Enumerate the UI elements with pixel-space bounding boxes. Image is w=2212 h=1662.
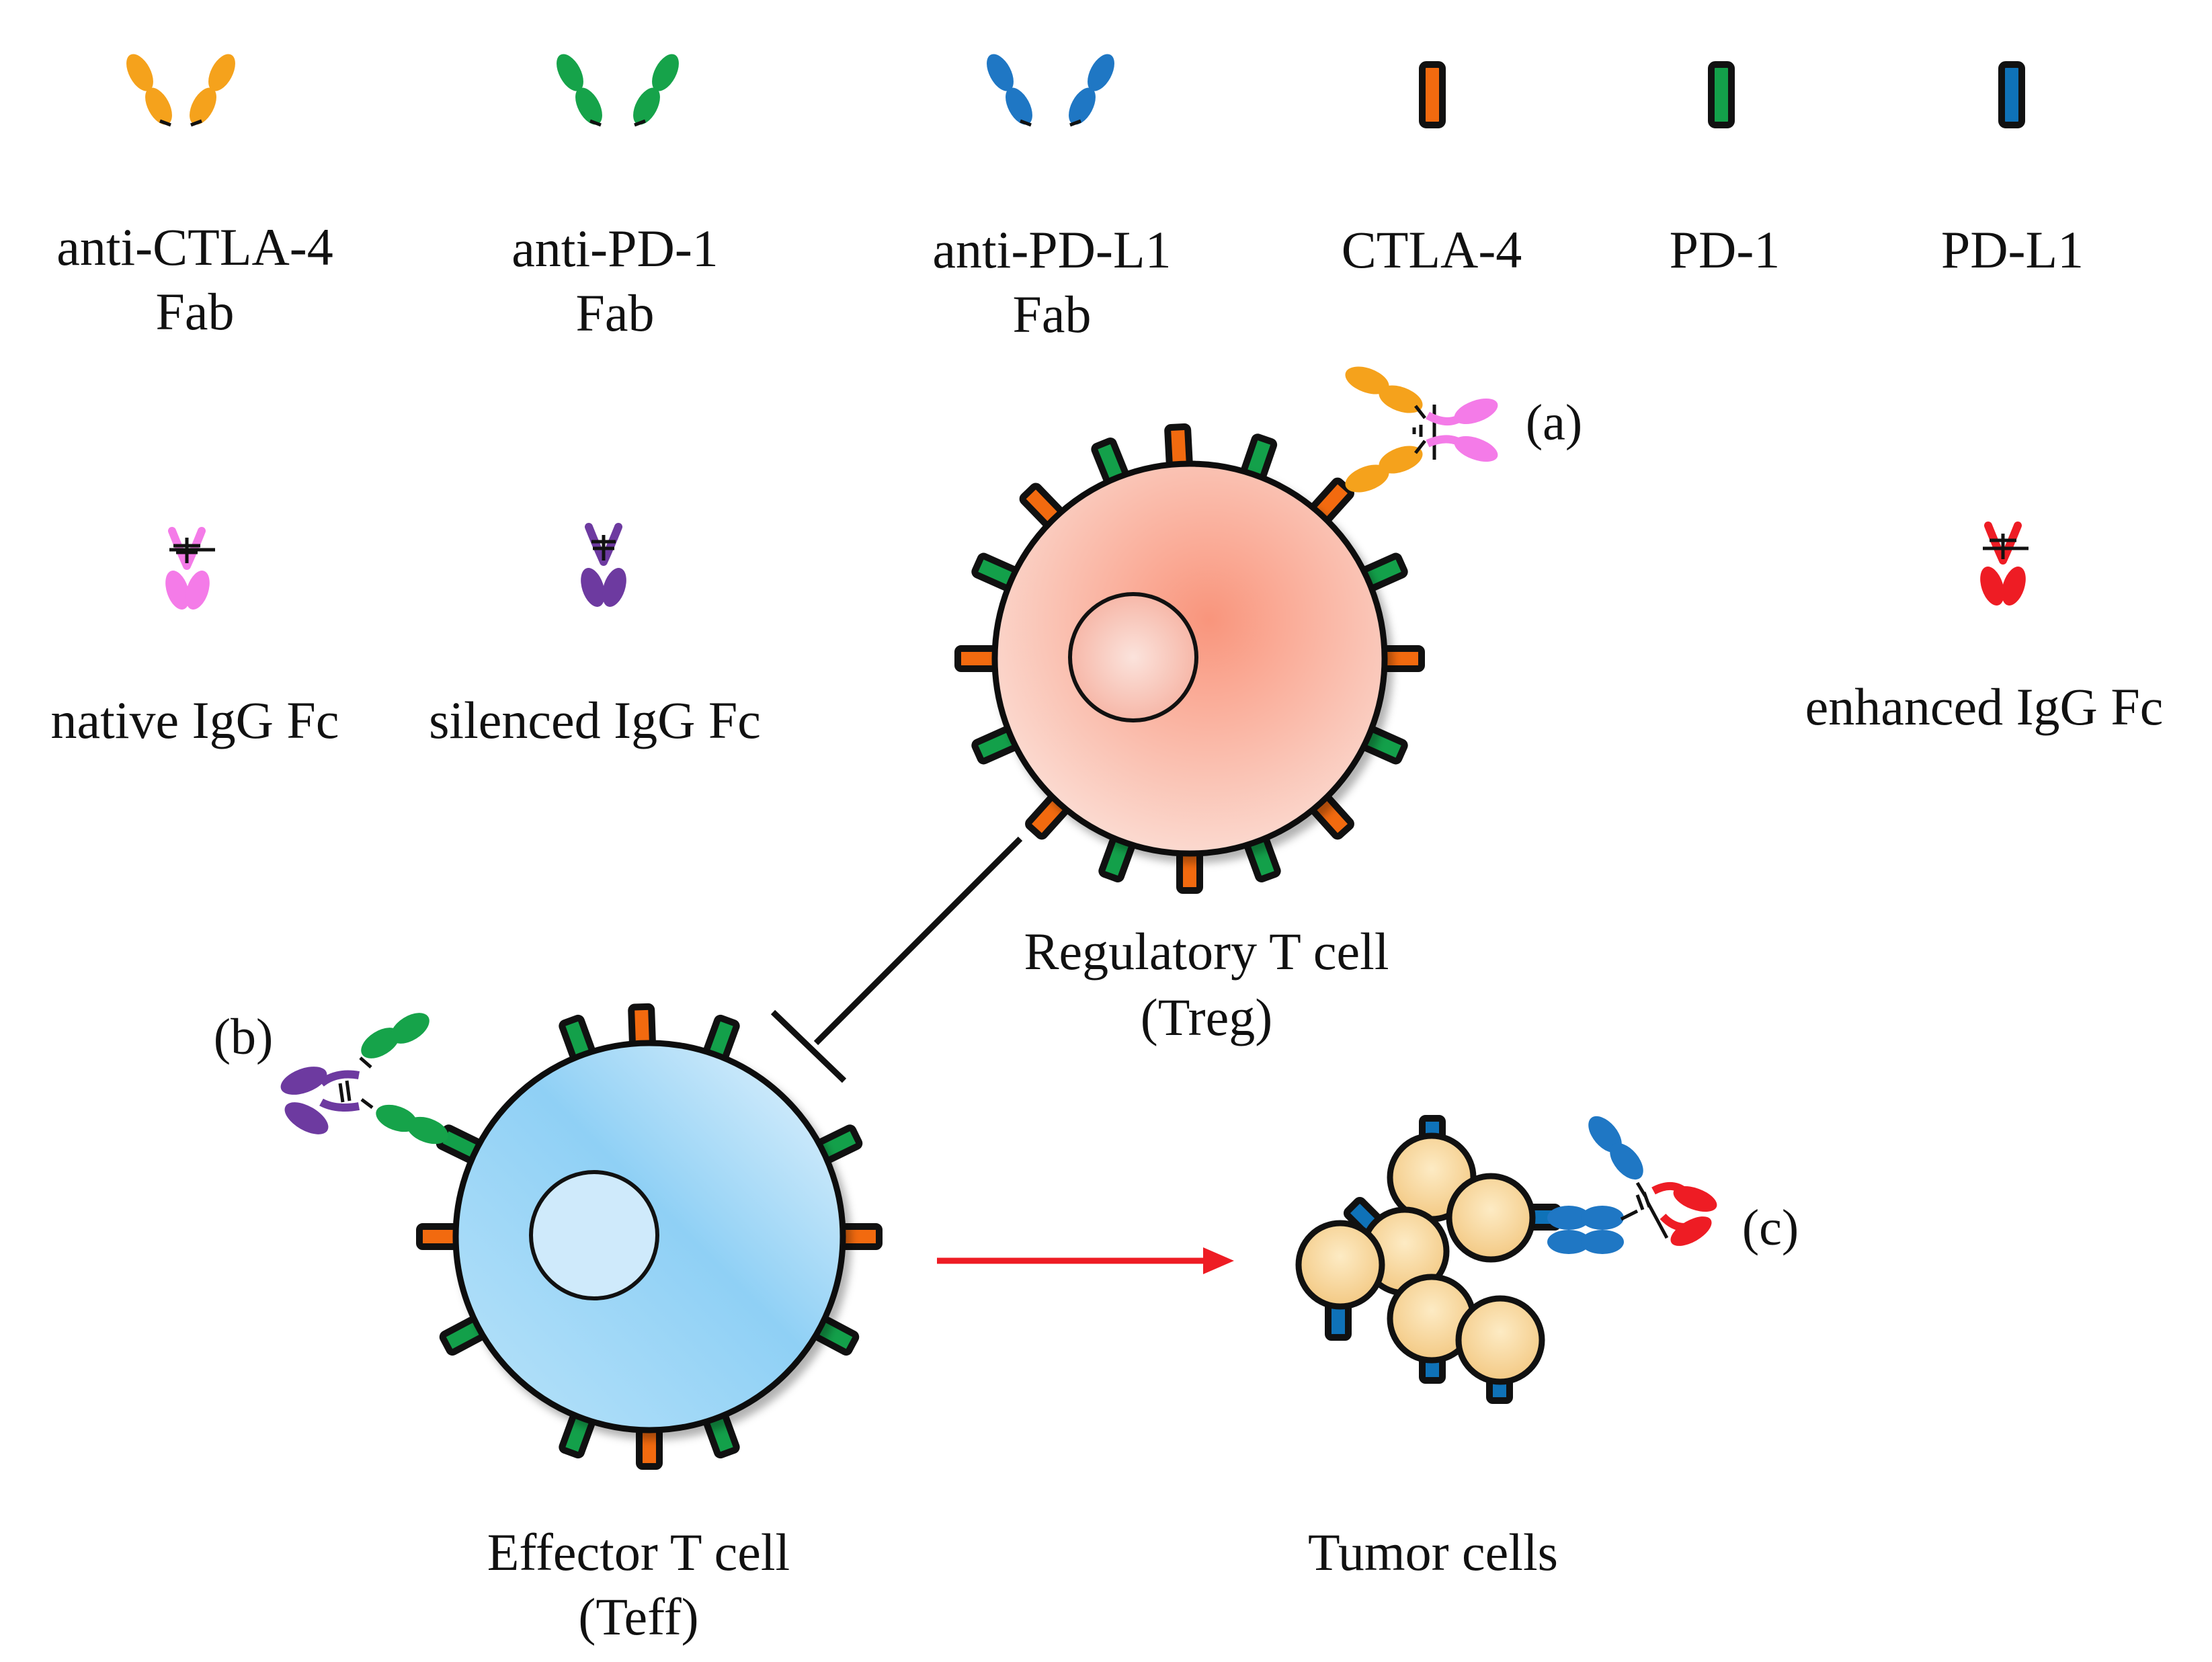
teff-nucleus — [529, 1170, 659, 1300]
tumor-cell — [1455, 1295, 1545, 1385]
teff-sublabel: (Teff) — [578, 1587, 698, 1646]
tag-a: (a) — [1526, 394, 1582, 451]
tag-b: (b) — [214, 1009, 274, 1065]
treg-sublabel: (Treg) — [1141, 988, 1272, 1046]
legend-enhanced-fc: enhanced IgG Fc — [1805, 522, 2164, 736]
tumor-cells: Tumor cells — [1295, 1115, 1561, 1581]
anti-pdl1-label: anti-PD-L1 — [932, 220, 1171, 279]
legend-native-fc: native IgG Fc — [51, 527, 339, 749]
tumor-cell — [1446, 1173, 1536, 1263]
treg-receptors — [954, 423, 1425, 894]
legend-silenced-fc: silenced IgG Fc — [429, 523, 761, 749]
anti-ctla4-label: anti-CTLA-4 — [56, 218, 333, 276]
antibody-a-anti-ctla4-native-fc — [1345, 366, 1498, 493]
tumor-cell — [1295, 1220, 1385, 1310]
antibody-c-anti-pdl1-enhanced-fc — [1547, 1116, 1717, 1254]
enhanced-fc-label: enhanced IgG Fc — [1805, 677, 2164, 736]
antibody-b-anti-pd1-silenced-fc — [280, 1013, 448, 1145]
teff-label: Effector T cell — [487, 1523, 790, 1581]
ctla4-label: CTLA-4 — [1342, 220, 1522, 279]
anti-pd1-fab-icon — [557, 54, 679, 127]
native-fc-label: native IgG Fc — [51, 691, 339, 749]
legend-ctla4: CTLA-4 — [1342, 61, 1522, 279]
inhibition-arrow — [770, 836, 1023, 1083]
tag-c: (c) — [1742, 1200, 1799, 1256]
legend-anti-ctla4: anti-CTLA-4 Fab — [56, 54, 333, 341]
anti-ctla4-sublabel: Fab — [156, 282, 235, 341]
anti-pdl1-fab-icon — [987, 54, 1114, 127]
treg-cell: Regulatory T cell (Treg) — [954, 423, 1425, 1046]
ctla4-receptor-icon — [1419, 61, 1446, 128]
activation-arrow — [937, 1247, 1234, 1274]
treg-nucleus — [1068, 592, 1198, 722]
tumor-label: Tumor cells — [1308, 1523, 1558, 1581]
enhanced-fc-icon — [1980, 522, 2029, 606]
pd1-label: PD-1 — [1670, 220, 1780, 279]
treg-label: Regulatory T cell — [1024, 922, 1389, 981]
pdl1-label: PD-L1 — [1941, 220, 2084, 279]
pdl1-ligand-icon — [1998, 61, 2025, 128]
pd1-receptor-icon — [1708, 61, 1735, 128]
teff-cell: Effector T cell (Teff) — [416, 1003, 883, 1646]
anti-ctla4-fab-icon — [126, 54, 235, 127]
silenced-fc-icon — [581, 523, 626, 607]
silenced-fc-label: silenced IgG Fc — [429, 691, 761, 749]
anti-pd1-label: anti-PD-1 — [511, 219, 719, 278]
anti-pdl1-sublabel: Fab — [1013, 285, 1092, 343]
legend-pd1: PD-1 — [1670, 61, 1780, 279]
legend-anti-pdl1: anti-PD-L1 Fab — [932, 54, 1172, 343]
anti-pd1-sublabel: Fab — [576, 284, 655, 342]
legend-pdl1: PD-L1 — [1941, 61, 2084, 279]
legend-anti-pd1: anti-PD-1 Fab — [511, 54, 719, 342]
native-fc-icon — [165, 527, 215, 610]
